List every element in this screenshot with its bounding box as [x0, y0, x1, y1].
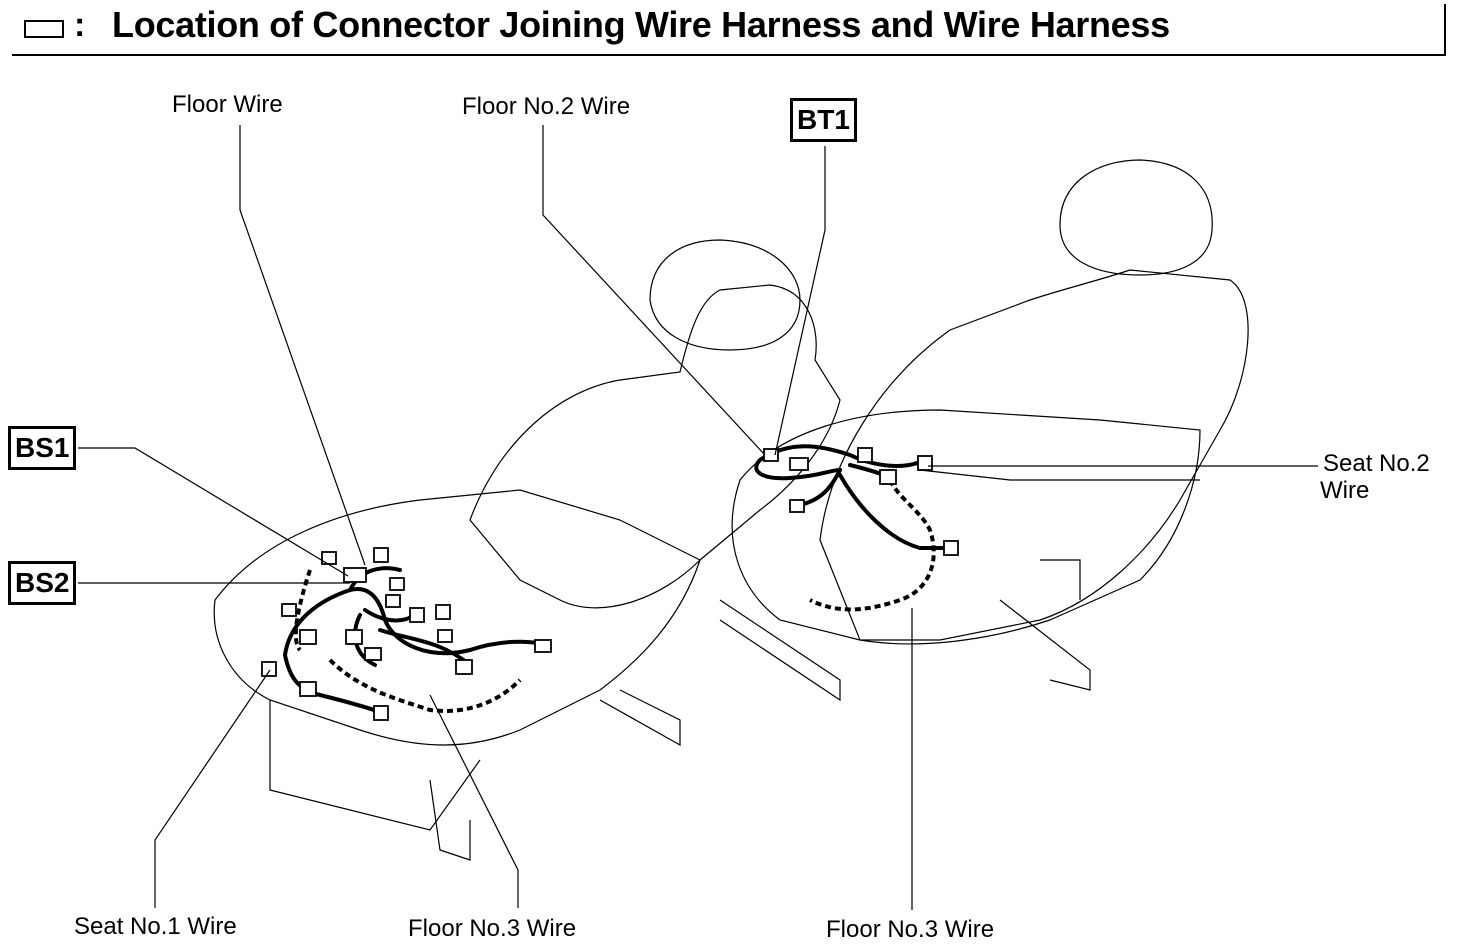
connector-code-bt1: BT1 [790, 98, 857, 142]
front-harness-branch-e [283, 653, 382, 714]
front-harness-branch-d [378, 628, 472, 667]
connector [299, 629, 317, 645]
rear-harness-main [758, 444, 922, 468]
connector [534, 639, 552, 653]
page-title: Location of Connector Joining Wire Harne… [112, 4, 1170, 45]
connector [299, 681, 317, 697]
rear-harness-loop [754, 458, 842, 481]
connector [409, 607, 425, 623]
connector [373, 705, 389, 721]
label-floor-no3-wire-right: Floor No.3 Wire [826, 916, 995, 943]
leader-seat-no1-wire [154, 669, 271, 908]
leader-bs1 [78, 447, 349, 577]
front-seat-cushion [213, 489, 701, 746]
rear-floor3-dashed [809, 479, 936, 612]
connector [763, 448, 779, 462]
connector [789, 499, 805, 513]
title-frame [12, 4, 1446, 56]
connector [857, 447, 873, 463]
front-seat-base [269, 700, 481, 831]
connector [455, 659, 473, 675]
front-seat-rail [429, 689, 681, 861]
rear-harness-branch-b [838, 473, 952, 550]
label-seat-no1-wire: Seat No.1 Wire [74, 913, 237, 940]
connector [345, 629, 363, 645]
rear-seat-headrest [1059, 159, 1213, 276]
connector [435, 604, 451, 620]
connector [917, 455, 933, 471]
connector [385, 594, 401, 608]
connector [943, 540, 959, 556]
connector [389, 577, 405, 591]
connector [879, 469, 897, 485]
leader-floor-wire [239, 125, 366, 566]
leader-floor-no3-left [429, 694, 519, 908]
rear-seat-back [819, 269, 1249, 641]
rear-seat-cushion [731, 409, 1201, 645]
connector [261, 661, 277, 677]
connector [281, 603, 297, 617]
rectangle-icon [24, 20, 64, 38]
connector [343, 567, 367, 583]
title-colon: : [74, 6, 86, 44]
front-floor3-dashed [293, 569, 522, 713]
connector [437, 629, 453, 643]
rear-seat-side [919, 469, 1200, 481]
connector-code-bs2: BS2 [8, 561, 77, 605]
front-harness-branch-b [363, 608, 417, 623]
front-seat-headrest [649, 239, 801, 351]
connector-code-bs1: BS1 [8, 426, 77, 470]
front-seat-back [469, 284, 841, 609]
label-floor-no2-wire: Floor No.2 Wire [462, 93, 631, 120]
connector [364, 647, 382, 661]
front-harness-branch-a [348, 566, 402, 592]
label-floor-no3-wire-left: Floor No.3 Wire [408, 915, 577, 942]
leader-floor-no2-wire [542, 125, 766, 456]
label-seat-no2-wire-line2: Wire [1320, 477, 1370, 504]
connector [373, 547, 389, 563]
rear-seat-rail [719, 559, 1091, 702]
leader-bt1 [774, 146, 826, 456]
connector [789, 457, 809, 471]
label-floor-wire: Floor Wire [172, 91, 283, 118]
label-seat-no2-wire-line1: Seat No.2 [1323, 450, 1430, 477]
